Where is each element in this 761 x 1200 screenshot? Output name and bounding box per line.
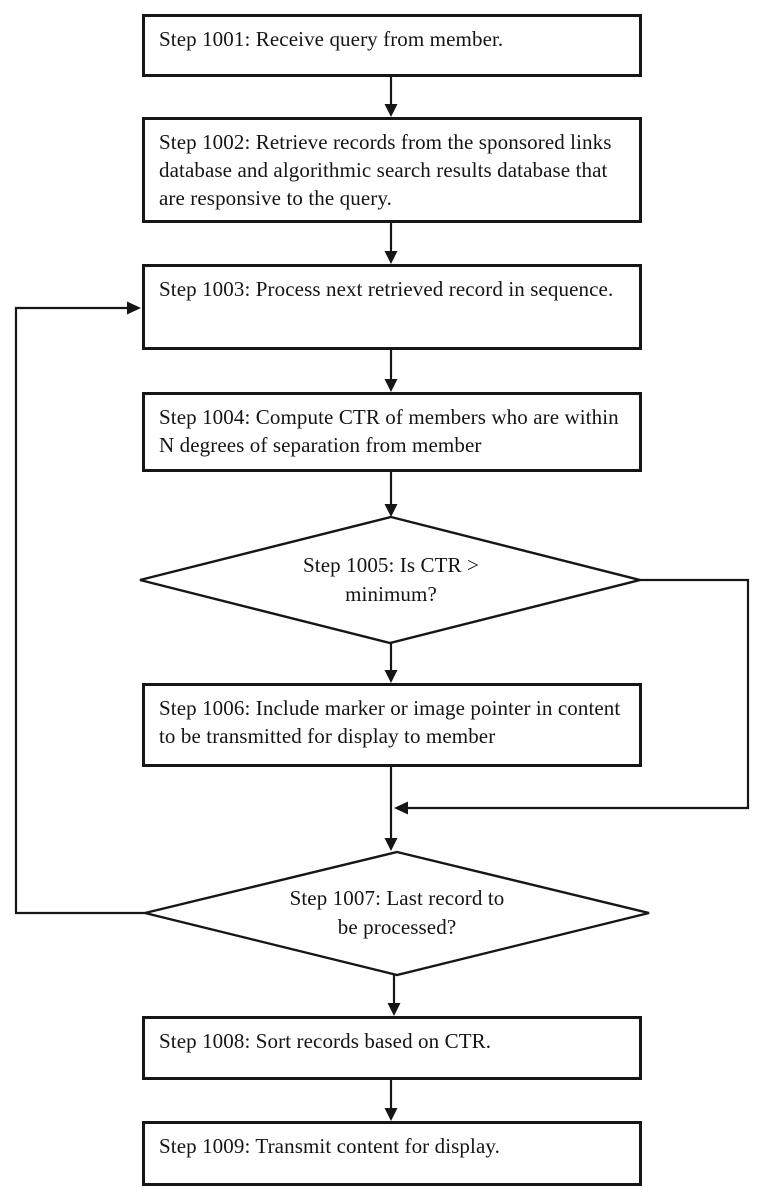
arrowhead-into-1003-icon (127, 301, 141, 315)
process-step-1008: Step 1008: Sort records based on CTR. (142, 1016, 642, 1080)
arrowhead-into-merge-icon (394, 801, 408, 815)
process-step-1001-label: Step 1001: Receive query from member. (159, 27, 504, 51)
arrowhead-into-1009-icon (384, 1108, 398, 1121)
process-step-1006: Step 1006: Include marker or image point… (142, 683, 642, 767)
process-step-1001: Step 1001: Receive query from member. (142, 14, 642, 77)
process-step-1002-label: Step 1002: Retrieve records from the spo… (159, 130, 612, 210)
process-step-1009-label: Step 1009: Transmit content for display. (159, 1134, 500, 1158)
edge-1007-to-1003 (14, 306, 145, 915)
arrowhead-into-1002-icon (384, 104, 398, 117)
arrowhead-into-1008-icon (387, 1003, 401, 1016)
process-step-1004: Step 1004: Compute CTR of members who ar… (142, 392, 642, 472)
process-step-1003-label: Step 1003: Process next retrieved record… (159, 277, 614, 301)
arrowhead-into-1003-top-icon (384, 251, 398, 264)
process-step-1008-label: Step 1008: Sort records based on CTR. (159, 1029, 492, 1053)
process-step-1006-label: Step 1006: Include marker or image point… (159, 696, 621, 748)
decision-1005-shape (139, 515, 641, 645)
arrowhead-into-1006-icon (384, 670, 398, 683)
decision-step-1005-label: Step 1005: Is CTR > minimum? (303, 553, 479, 606)
edge-1005-bypass-to-1007 (408, 578, 750, 810)
process-step-1003: Step 1003: Process next retrieved record… (142, 264, 642, 350)
decision-1007-shape (144, 850, 650, 977)
arrowhead-into-1005-icon (384, 504, 398, 517)
process-step-1009: Step 1009: Transmit content for display. (142, 1121, 642, 1186)
process-step-1002: Step 1002: Retrieve records from the spo… (142, 117, 642, 223)
arrowhead-into-1007-icon (384, 838, 398, 851)
decision-step-1007-label: Step 1007: Last record to be processed? (289, 886, 505, 939)
arrowhead-into-1004-icon (384, 379, 398, 392)
process-step-1004-label: Step 1004: Compute CTR of members who ar… (159, 405, 619, 457)
